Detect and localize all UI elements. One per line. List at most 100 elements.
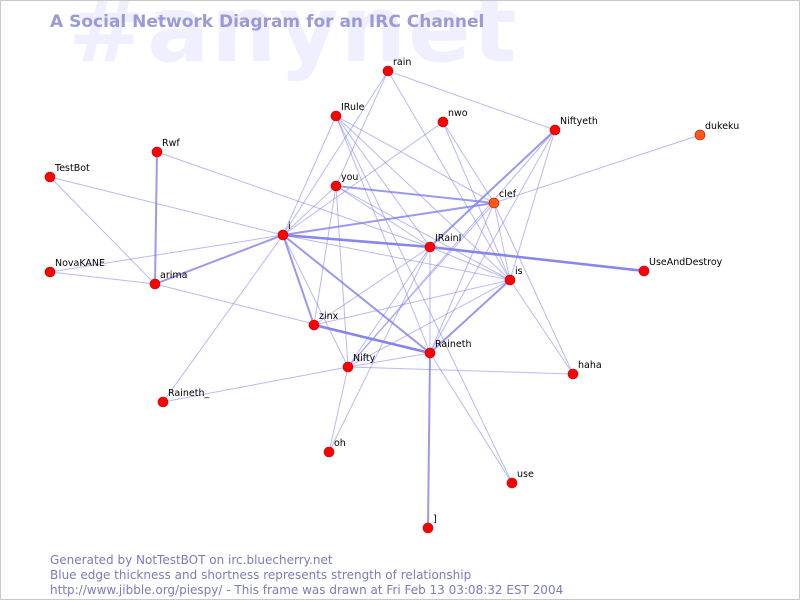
edge-Raineth-arima <box>154 283 431 354</box>
diagram-title: A Social Network Diagram for an IRC Chan… <box>50 12 485 32</box>
node-label: IRule <box>341 102 365 113</box>
node-dot[interactable] <box>149 278 161 290</box>
node-dot[interactable] <box>567 368 579 380</box>
edge-rain-Niftyeth <box>387 70 556 131</box>
edge-IRainI-IRule <box>335 115 431 248</box>
node-dot[interactable] <box>488 197 500 209</box>
node-label: ] <box>433 514 437 525</box>
node-dot[interactable] <box>424 241 436 253</box>
edge-zinx-is <box>313 279 511 326</box>
node-UseAndDestroy[interactable]: UseAndDestroy <box>638 257 723 277</box>
node-dot[interactable] <box>157 396 169 408</box>
node-IRainI[interactable]: IRainI <box>424 233 461 253</box>
node-clef[interactable]: clef <box>488 189 517 209</box>
node-zinx[interactable]: zinx <box>308 311 339 331</box>
edge-Raineth-Niftyeth <box>429 129 556 354</box>
edge-i-rain <box>282 70 389 236</box>
edge-is-you <box>335 185 511 281</box>
node-rain[interactable]: rain <box>382 57 411 77</box>
node-label: UseAndDestroy <box>649 257 723 268</box>
node-dukeku[interactable]: dukeku <box>694 121 739 141</box>
edge-NovaKANE-arima <box>49 271 156 285</box>
node-dot[interactable] <box>504 274 516 286</box>
edge-Nifty-is <box>347 279 511 368</box>
node-oh[interactable]: oh <box>323 438 346 458</box>
node-label: Niftyeth <box>560 116 598 127</box>
node-dot[interactable] <box>151 146 163 158</box>
edge-i-IRainI <box>281 233 432 249</box>
node-label: dukeku <box>705 121 739 132</box>
node-Nifty[interactable]: Nifty <box>342 353 376 373</box>
node-dot[interactable] <box>694 129 706 141</box>
node-dot[interactable] <box>424 347 436 359</box>
edge-IRule-is <box>335 115 511 281</box>
edges-layer <box>49 70 701 529</box>
edge-IRainI-oh <box>328 246 431 453</box>
node-label: TestBot <box>54 163 90 174</box>
node-IRule[interactable]: IRule <box>330 102 365 122</box>
node-dot[interactable] <box>308 319 320 331</box>
node-][interactable]: ] <box>422 514 437 534</box>
edge-clef-IRule <box>335 115 495 204</box>
edge-Nifty-you <box>335 185 349 368</box>
edge-Raineth-Nifty <box>347 352 431 368</box>
channel-watermark: #anynet <box>68 0 519 83</box>
node-dot[interactable] <box>323 446 335 458</box>
edge-i-zinx <box>282 234 315 326</box>
node-label: zinx <box>319 311 339 322</box>
node-dot[interactable] <box>422 522 434 534</box>
node-Niftyeth[interactable]: Niftyeth <box>549 116 598 136</box>
node-dot[interactable] <box>277 229 289 241</box>
edge-TestBot-arima <box>49 176 156 285</box>
node-dot[interactable] <box>549 124 561 136</box>
node-dot[interactable] <box>506 477 518 489</box>
node-dot[interactable] <box>44 266 56 278</box>
edge-i-is <box>282 234 511 281</box>
edge-i-nwo <box>282 121 444 236</box>
node-dot[interactable] <box>330 110 342 122</box>
node-label: use <box>517 469 534 480</box>
edge-i-arima <box>154 234 284 285</box>
footer-generated-by: Generated by NotTestBOT on irc.bluecherr… <box>50 553 333 567</box>
node-arima[interactable]: arima <box>149 270 187 290</box>
edge-clef-dukeku <box>493 134 701 204</box>
edge-i-you <box>282 185 337 236</box>
edge-i-NovaKANE <box>49 234 284 273</box>
footer-legend-note: Blue edge thickness and shortness repres… <box>50 568 472 582</box>
node-dot[interactable] <box>44 171 56 183</box>
edge-IRule-use <box>335 115 513 484</box>
node-dot[interactable] <box>638 265 650 277</box>
node-dot[interactable] <box>382 65 394 77</box>
node-label: i <box>288 221 291 232</box>
node-NovaKANE[interactable]: NovaKANE <box>44 258 105 278</box>
node-you[interactable]: you <box>330 172 358 192</box>
node-TestBot[interactable]: TestBot <box>44 163 90 183</box>
edge-Rwf-arima <box>154 151 158 285</box>
node-label: Rwf <box>162 138 180 149</box>
node-dot[interactable] <box>330 180 342 192</box>
edge-clef-you <box>335 185 495 204</box>
node-Raineth_[interactable]: Raineth_ <box>157 388 209 408</box>
node-nwo[interactable]: nwo <box>437 108 468 128</box>
node-label: rain <box>393 57 411 68</box>
edge-IRainI-you <box>335 185 431 248</box>
edge-Raineth-use <box>429 352 513 484</box>
edge-IRainI-is <box>429 246 511 281</box>
node-Rwf[interactable]: Rwf <box>151 138 180 158</box>
node-Raineth[interactable]: Raineth <box>424 339 471 359</box>
edge-i-Raineth_ <box>162 234 284 403</box>
edge-zinx-you <box>313 185 337 326</box>
node-haha[interactable]: haha <box>567 360 602 380</box>
node-dot[interactable] <box>437 116 449 128</box>
node-dot[interactable] <box>342 361 354 373</box>
edge-clef-haha <box>493 202 574 375</box>
node-is[interactable]: is <box>504 266 523 286</box>
node-i[interactable]: i <box>277 221 291 241</box>
node-label: Raineth_ <box>168 388 209 399</box>
edge-i-TestBot <box>49 176 284 236</box>
node-use[interactable]: use <box>506 469 534 489</box>
node-label: Nifty <box>353 353 376 364</box>
